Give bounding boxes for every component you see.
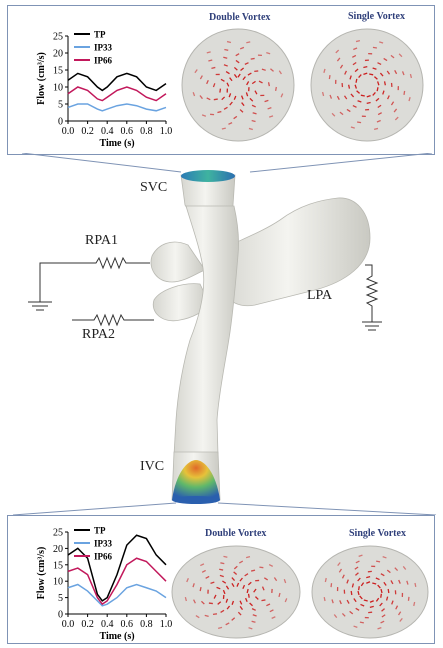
top-double-vortex-section bbox=[182, 29, 294, 141]
top-chart-y-tick-label: 5 bbox=[58, 100, 63, 111]
bottom-chart-series-tp bbox=[68, 535, 166, 601]
bottom-double-vortex-section bbox=[172, 546, 300, 638]
bottom-double-vortex-title: Double Vortex bbox=[205, 528, 266, 539]
top-double-vortex-title: Double Vortex bbox=[209, 12, 270, 23]
bottom-chart-x-tick-label: 0.0 bbox=[62, 619, 75, 630]
bottom-chart-legend-label-ip33: IP33 bbox=[94, 539, 113, 549]
top-chart-y-axis-label: Flow (cm³/s) bbox=[36, 52, 47, 105]
top-chart-y-tick-label: 10 bbox=[53, 83, 63, 94]
bottom-chart-y-tick-label: 25 bbox=[53, 528, 63, 539]
top-single-vortex-section bbox=[311, 29, 423, 141]
svc-inlet-cap bbox=[181, 170, 235, 182]
bottom-double-vortex-image bbox=[168, 542, 308, 640]
bottom-flow-chart: 05101520250.00.20.40.60.81.0Time (s)Flow… bbox=[8, 516, 178, 643]
rpa2-resistor-circuit bbox=[72, 315, 154, 325]
bottom-chart-legend-label-tp: TP bbox=[94, 526, 106, 536]
lpa-label: LPA bbox=[307, 288, 332, 304]
bottom-single-vortex-image bbox=[308, 542, 434, 640]
bottom-chart-x-tick-label: 0.8 bbox=[140, 619, 153, 630]
top-single-vortex-title: Single Vortex bbox=[348, 11, 405, 22]
top-chart-x-tick-label: 0.6 bbox=[121, 126, 134, 137]
ivc-outlet-cap bbox=[172, 496, 220, 504]
top-panel: 05101520250.00.20.40.60.81.0Time (s)Flow… bbox=[7, 5, 435, 155]
top-chart-y-tick-label: 25 bbox=[53, 32, 63, 43]
bottom-chart-y-tick-label: 5 bbox=[58, 593, 63, 604]
bottom-chart-y-tick-label: 20 bbox=[53, 544, 63, 555]
anatomy-diagram bbox=[0, 153, 443, 515]
bottom-single-vortex-section bbox=[312, 546, 428, 638]
bottom-chart-x-tick-label: 0.2 bbox=[81, 619, 94, 630]
rpa1-resistor-circuit bbox=[28, 258, 150, 310]
top-chart-legend-label-ip66: IP66 bbox=[94, 56, 113, 66]
svc-label: SVC bbox=[140, 180, 167, 196]
bottom-connector-left bbox=[13, 503, 176, 515]
bottom-chart-y-tick-label: 10 bbox=[53, 577, 63, 588]
bottom-chart-x-tick-label: 0.6 bbox=[121, 619, 134, 630]
top-chart-x-tick-label: 0.8 bbox=[140, 126, 153, 137]
top-chart-legend-label-ip33: IP33 bbox=[94, 43, 113, 53]
top-chart-y-tick-label: 20 bbox=[53, 49, 63, 60]
ivc-label: IVC bbox=[140, 459, 164, 475]
bottom-single-vortex-title: Single Vortex bbox=[349, 528, 406, 539]
top-chart-series-tp bbox=[68, 73, 166, 90]
bottom-chart-y-axis-label: Flow (cm³/s) bbox=[36, 547, 47, 600]
top-chart-x-tick-label: 1.0 bbox=[160, 126, 173, 137]
bottom-chart-x-axis-label: Time (s) bbox=[99, 631, 134, 642]
top-single-vortex-image bbox=[308, 26, 426, 144]
rpa2-label: RPA2 bbox=[82, 327, 115, 343]
top-connector-right bbox=[250, 153, 432, 172]
top-chart-x-tick-label: 0.0 bbox=[62, 126, 75, 137]
top-connector-left bbox=[22, 153, 181, 172]
bottom-chart-y-tick-label: 15 bbox=[53, 560, 63, 571]
top-double-vortex-image bbox=[178, 26, 298, 144]
top-chart-series-ip33 bbox=[68, 104, 166, 111]
bottom-chart-legend-label-ip66: IP66 bbox=[94, 552, 113, 562]
lpa-resistor-circuit bbox=[362, 265, 382, 330]
top-chart-x-tick-label: 0.4 bbox=[101, 126, 114, 137]
top-chart-y-tick-label: 15 bbox=[53, 66, 63, 77]
rpa1-label: RPA1 bbox=[85, 233, 118, 249]
bottom-chart-series-ip33 bbox=[68, 584, 166, 605]
bottom-chart-x-tick-label: 0.4 bbox=[101, 619, 114, 630]
bottom-panel: 05101520250.00.20.40.60.81.0Time (s)Flow… bbox=[7, 515, 435, 644]
top-chart-x-tick-label: 0.2 bbox=[81, 126, 94, 137]
bottom-connector-right bbox=[218, 503, 436, 515]
top-flow-chart: 05101520250.00.20.40.60.81.0Time (s)Flow… bbox=[8, 6, 178, 154]
top-chart-x-axis-label: Time (s) bbox=[99, 138, 134, 149]
vessel-body bbox=[151, 175, 370, 500]
top-chart-legend-label-tp: TP bbox=[94, 30, 106, 40]
